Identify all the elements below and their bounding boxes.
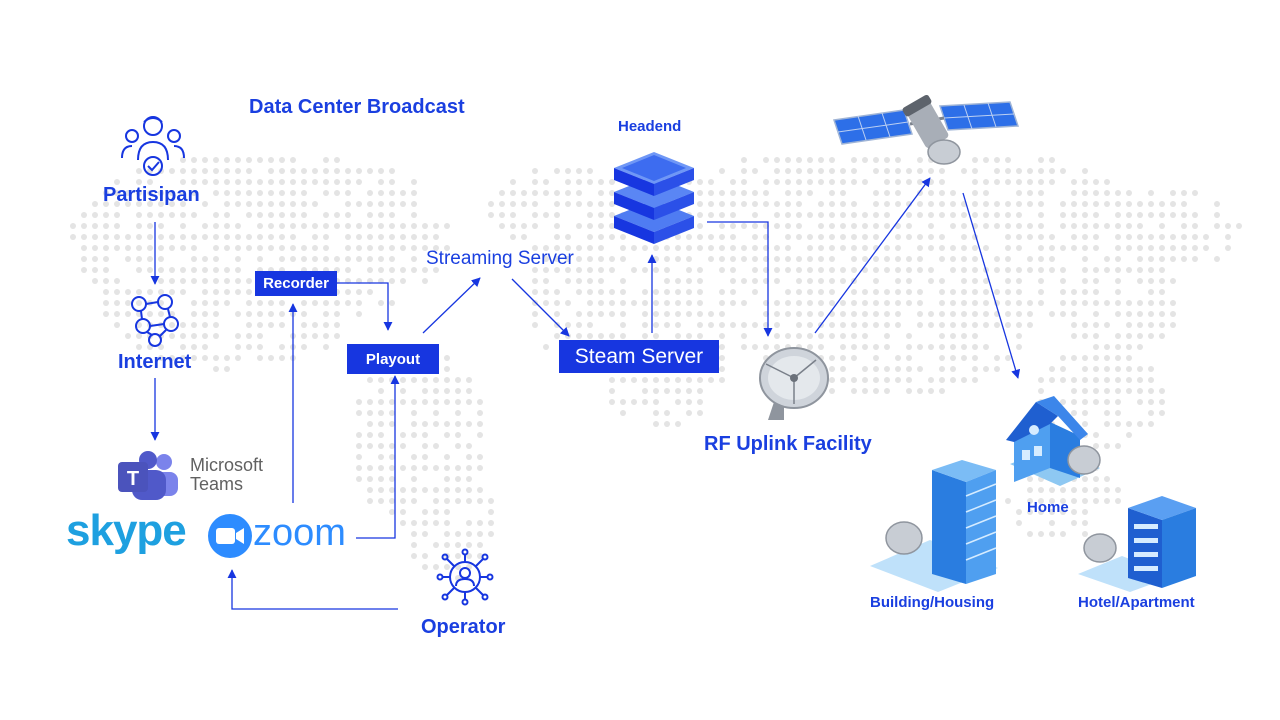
arrow-operator-zoom xyxy=(227,569,398,610)
playout-box: Playout xyxy=(347,344,439,374)
building-label: Building/Housing xyxy=(870,594,995,611)
teams-label-line2: Teams xyxy=(190,474,244,494)
teams-icon: T xyxy=(118,451,178,500)
svg-text:T: T xyxy=(127,468,139,490)
server-stack-icon xyxy=(614,152,694,244)
arrow-headend-uplink xyxy=(707,221,773,337)
house-icon xyxy=(1006,396,1101,486)
satellite-icon xyxy=(833,94,1020,165)
arrow-recorder-playout xyxy=(337,282,393,331)
building-icon xyxy=(870,460,998,592)
arrow-streaming-steam xyxy=(511,278,570,337)
operator-icon xyxy=(436,548,494,606)
arrow-playout-streaming xyxy=(422,277,481,334)
arrow-satellite-home xyxy=(962,192,1021,379)
zoom-label: zoom xyxy=(253,512,346,554)
hotel-icon xyxy=(1078,496,1196,592)
partisipan-label: Partisipan xyxy=(103,184,200,206)
teams-label-line1: Microsoft xyxy=(190,455,264,475)
skype-icon: skype xyxy=(66,506,187,555)
headend-label: Headend xyxy=(618,118,682,135)
steam-server-box: Steam Server xyxy=(559,340,719,373)
hotel-label: Hotel/Apartment xyxy=(1078,594,1195,611)
arrow-zoom-playout xyxy=(356,375,400,539)
network-icon xyxy=(131,294,179,347)
participants-icon xyxy=(121,116,185,176)
teams-label: Microsoft Teams xyxy=(190,456,263,494)
diagram-title: Data Center Broadcast xyxy=(249,96,465,118)
satellite-dish-icon xyxy=(759,347,829,420)
operator-label: Operator xyxy=(421,616,506,638)
zoom-icon xyxy=(208,514,252,558)
streaming-server-label: Streaming Server xyxy=(426,248,574,269)
home-label: Home xyxy=(1027,499,1069,516)
internet-label: Internet xyxy=(118,351,192,373)
rf-uplink-label: RF Uplink Facility xyxy=(704,433,872,455)
arrow-uplink-satellite xyxy=(814,177,931,334)
recorder-box: Recorder xyxy=(255,271,337,296)
